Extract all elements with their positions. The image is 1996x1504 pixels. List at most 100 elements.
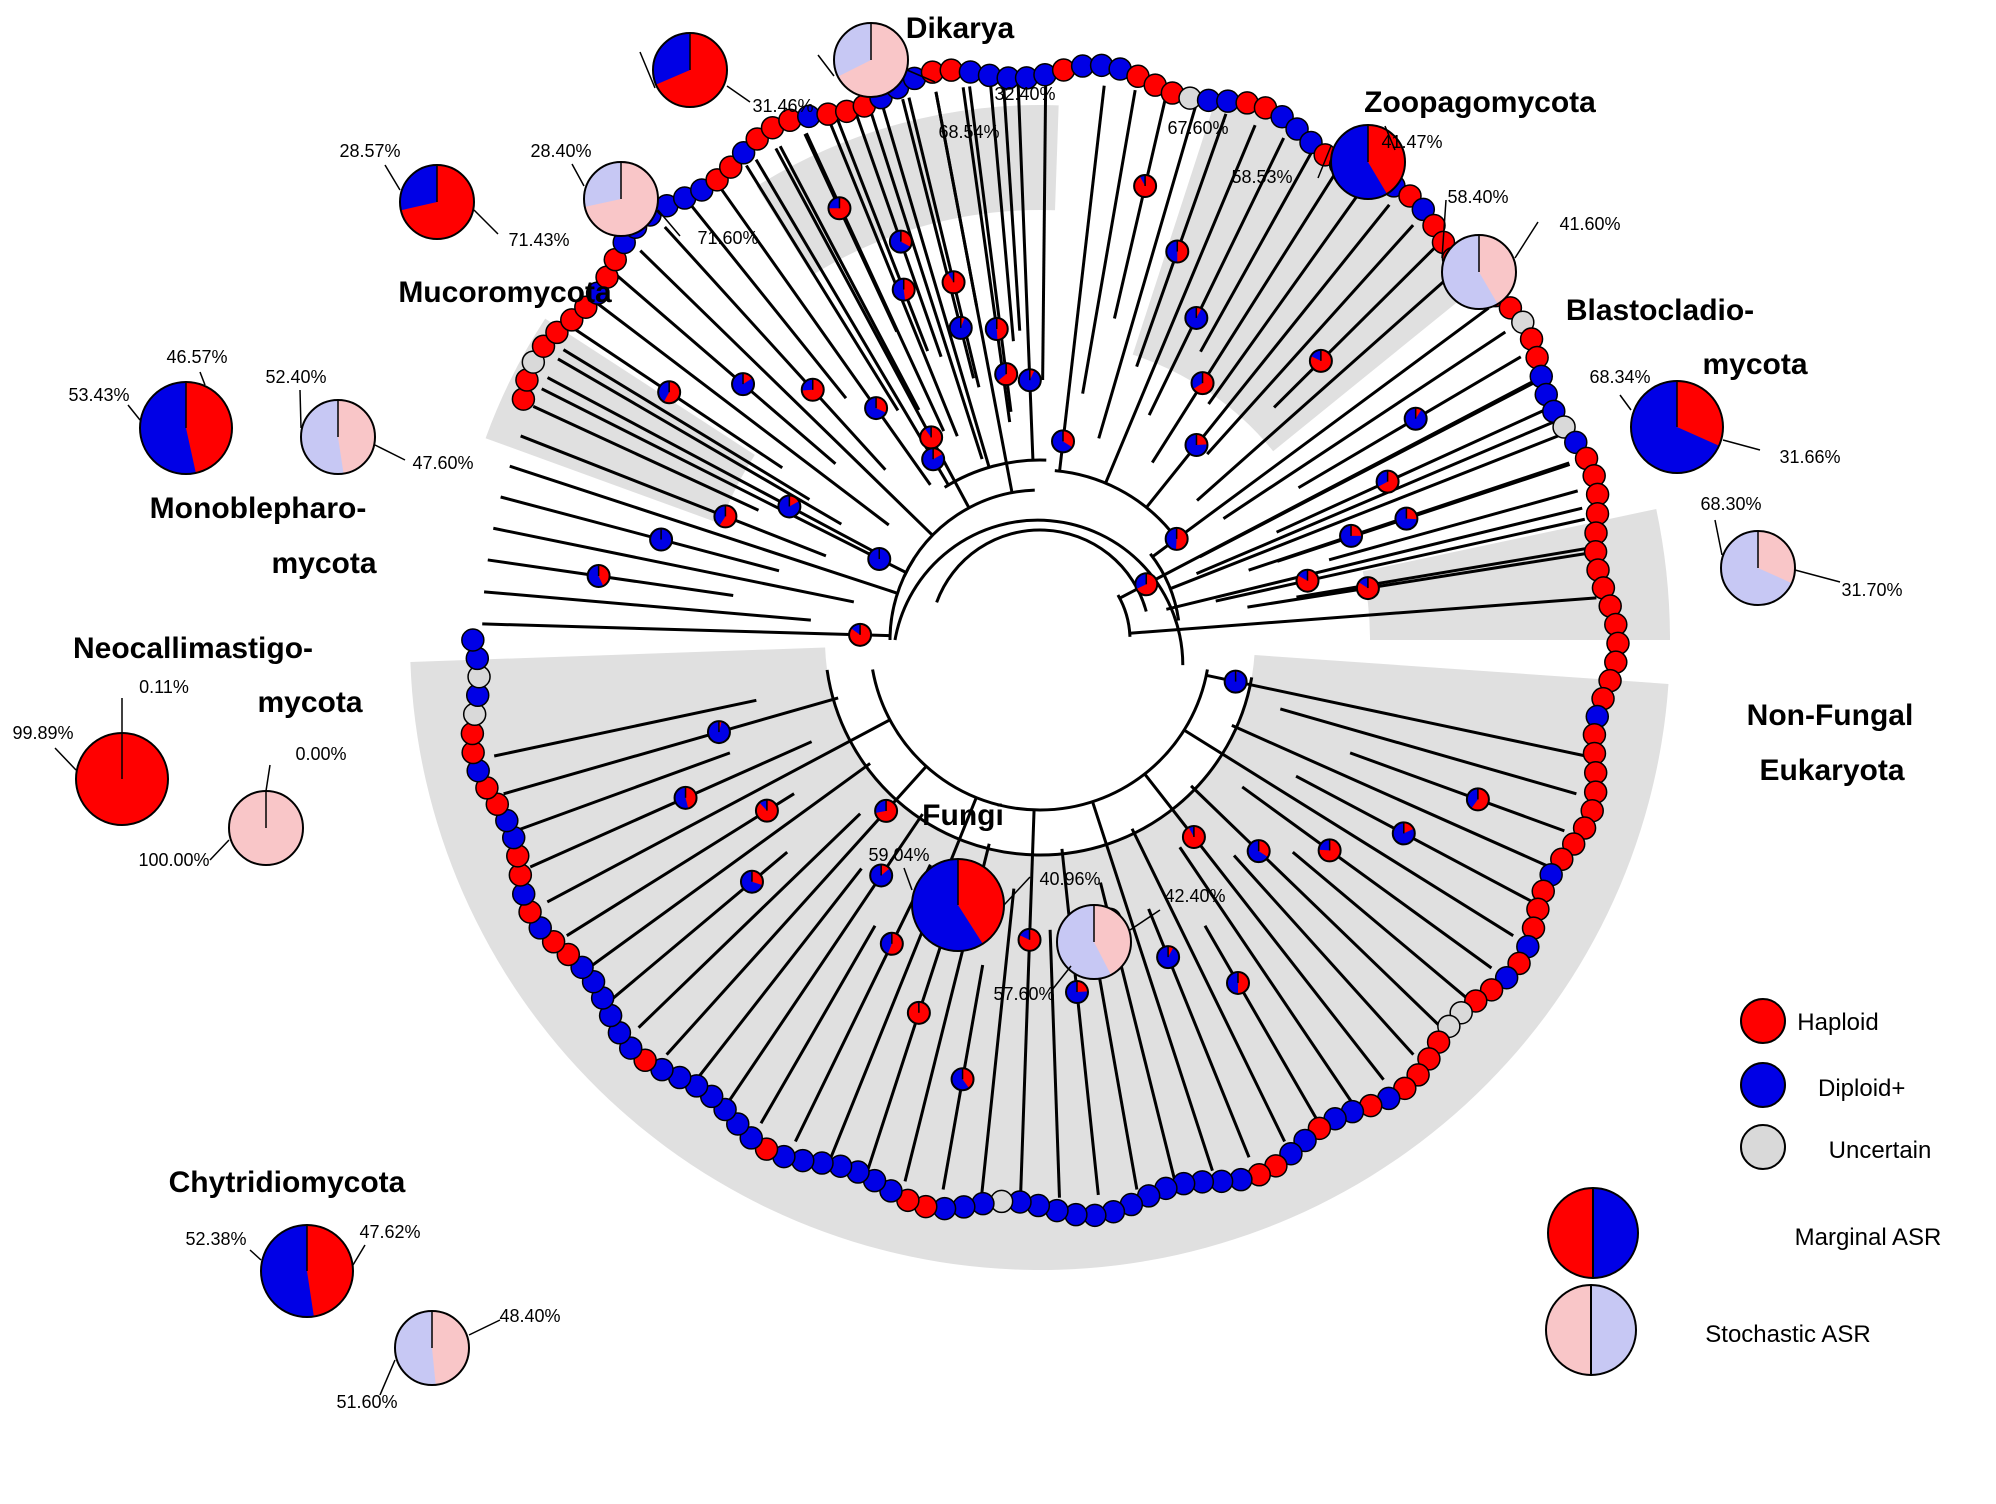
pct-fungi-diploid: 59.04% (868, 845, 929, 865)
node-pie (1317, 838, 1342, 863)
leader-line (468, 1319, 501, 1336)
branch-spoke (546, 376, 874, 552)
label-blastocladio-1: Blastocladio- (1566, 294, 1754, 327)
node-pie (586, 564, 611, 589)
branch-spoke (754, 158, 950, 486)
node-pie (1246, 839, 1271, 864)
pie-haploid-slice (1196, 306, 1202, 318)
pie-haploid-slice (1368, 125, 1406, 194)
tip-circle (958, 60, 983, 84)
pie-blasto-stochastic (1720, 530, 1796, 606)
tip-circle (791, 1148, 815, 1173)
label-dikarya: Dikarya (906, 12, 1015, 45)
legend-diploid-half (1593, 1188, 1638, 1278)
branch-spoke (1048, 929, 1061, 1198)
pie-haploid-slice (997, 363, 1018, 386)
leader-line (817, 54, 835, 77)
leader-line (352, 1244, 366, 1266)
branch-spoke (968, 86, 1013, 413)
pie-haploid-slice (1403, 822, 1414, 834)
label-nonfungal-2: Eukaryota (1759, 754, 1904, 787)
node-pie (1403, 406, 1428, 431)
branch-spoke (575, 328, 784, 470)
pct-mucoro-stoch-haploid: 71.60% (697, 228, 758, 248)
branch-spoke (1183, 728, 1515, 937)
branch-spoke (1151, 306, 1490, 558)
leader-line (1714, 519, 1723, 556)
node-pie (1181, 825, 1206, 850)
node-pie (1394, 506, 1419, 531)
leader-line (571, 163, 585, 187)
tip-circle (461, 628, 485, 652)
branch-spoke (532, 405, 760, 512)
label-monoblepharo-1: Monoblepharo- (150, 492, 367, 525)
node-pie (1156, 945, 1181, 970)
pie-haploid-slice (1029, 369, 1035, 381)
branch-spoke (1129, 596, 1597, 635)
pct-mucoro-stoch-diploid: 28.40% (530, 141, 591, 161)
node-pie (1065, 980, 1090, 1005)
legend-uncertain-swatch (1740, 1124, 1786, 1170)
node-pie (1465, 787, 1490, 812)
branch-spoke (587, 762, 871, 970)
branch-spoke (1279, 707, 1577, 796)
branch-spoke (1296, 546, 1591, 599)
leader-line (1441, 199, 1447, 259)
leader-line (199, 371, 206, 386)
node-pie (948, 315, 973, 340)
pie-neocalli-marginal (75, 732, 169, 826)
branch-spoke (778, 145, 921, 411)
branch-spoke (1207, 185, 1366, 405)
pie-monoble-stochastic (300, 399, 376, 475)
branch-spoke (880, 104, 991, 468)
tip-circle (971, 1191, 995, 1216)
branch-spoke (515, 751, 731, 833)
branch-spoke (989, 84, 1015, 342)
leader-line (249, 1249, 262, 1261)
pie-haploid-slice (338, 400, 375, 474)
pie-haploid-slice (307, 1225, 353, 1317)
pct-dikarya-diploid: 31.46% (752, 96, 813, 116)
branch-spoke (716, 183, 932, 486)
branch-spoke (1196, 268, 1459, 502)
pie-dikarya-marginal (652, 32, 728, 108)
legend: Haploid Diploid+ Uncertain Marginal ASR … (1545, 998, 1942, 1376)
node-pie (1165, 239, 1190, 264)
branch-spoke (1328, 489, 1579, 562)
branch-spoke (1081, 89, 1137, 394)
pie-monoble-marginal (139, 381, 233, 475)
branch-spoke (1215, 517, 1586, 603)
leader-lines (54, 51, 1841, 1396)
branch-spoke (1016, 82, 1035, 461)
branch-spoke (828, 122, 959, 437)
node-pie (1051, 429, 1076, 454)
pie-haploid-slice (1238, 971, 1249, 994)
pie-haploid-slice (1193, 372, 1214, 395)
pct-fungi-haploid: 40.96% (1039, 869, 1100, 889)
pie-zoopago-marginal (1330, 124, 1406, 200)
label-nonfungal-1: Non-Fungal (1747, 699, 1914, 732)
branch-spoke (1019, 809, 1036, 1198)
pie-mucoro-marginal (399, 164, 475, 240)
leader-line (374, 444, 406, 461)
branch-arc (1149, 552, 1181, 621)
tip-circle (460, 721, 485, 746)
node-pie (657, 380, 682, 405)
leader-line (1051, 965, 1072, 991)
tree-branches (482, 82, 1597, 1198)
branch-spoke (487, 558, 734, 598)
branch-spoke (1190, 784, 1443, 1029)
pie-chytri-marginal (260, 1224, 354, 1318)
leader-line (379, 1359, 396, 1396)
legend-haploid-half (1546, 1285, 1591, 1375)
shade-blastocladio (1132, 97, 1483, 452)
branch-spoke (503, 696, 839, 796)
legend-marginal-label: Marginal ASR (1795, 1224, 1942, 1251)
leader-line (265, 764, 271, 792)
pct-monoble-stoch-diploid: 52.40% (265, 367, 326, 387)
tip-circle (1564, 430, 1588, 455)
branch-spoke (1206, 224, 1415, 456)
branch-spoke (1147, 137, 1286, 416)
node-pie (1295, 568, 1320, 593)
branch-spoke (529, 740, 813, 869)
